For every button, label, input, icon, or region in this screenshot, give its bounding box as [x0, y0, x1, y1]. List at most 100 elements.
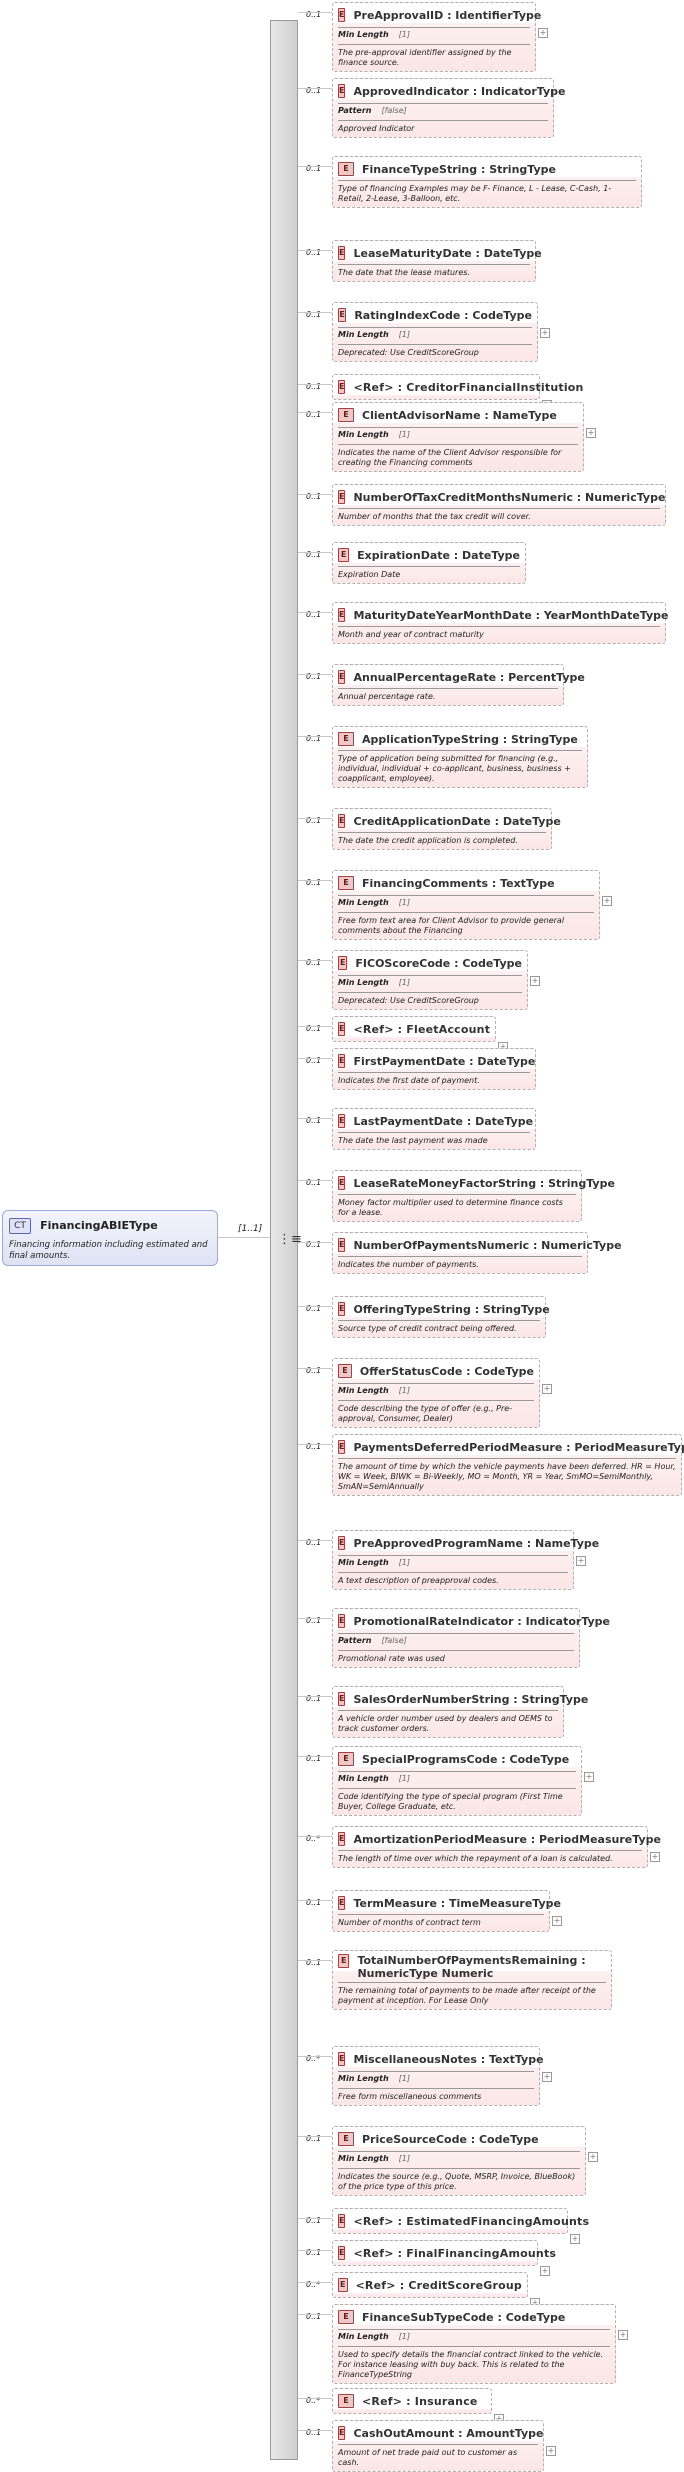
sequence-icon: ⋮≡: [278, 1232, 302, 1247]
facet-value: [1]: [398, 430, 410, 439]
expand-icon[interactable]: +: [650, 1852, 660, 1862]
element-cardinality: 0..1: [306, 1178, 322, 1187]
element-name: PromotionalRateIndicator : IndicatorType: [353, 1614, 611, 1628]
expand-icon[interactable]: +: [552, 1916, 562, 1926]
element-cardinality: 0..1: [306, 1616, 322, 1625]
element-icon: E: [338, 1114, 346, 1128]
element-name: AnnualPercentageRate : PercentType: [353, 670, 585, 684]
element-icon: E: [338, 8, 346, 22]
element-box[interactable]: E<Ref> : CreditorFinancialInstitution: [332, 374, 583, 400]
element-cardinality: 0..1: [306, 1116, 322, 1125]
element-description: The date the last payment was made: [338, 1132, 530, 1146]
element-cardinality: 0..1: [306, 816, 322, 825]
element-name: <Ref> : CreditScoreGroup: [355, 2278, 522, 2292]
element-icon: E: [338, 2052, 346, 2066]
element-cardinality: 0..1: [306, 734, 322, 743]
element-description: Expiration Date: [338, 566, 520, 580]
facet-value: [1]: [398, 2074, 410, 2083]
expand-icon[interactable]: +: [586, 428, 596, 438]
element-name: <Ref> : FinalFinancingAmounts: [353, 2246, 557, 2260]
expand-icon[interactable]: +: [588, 2152, 598, 2162]
expand-icon[interactable]: +: [618, 2330, 628, 2340]
element-facet: Min Length[1]: [338, 895, 594, 910]
element-description: Free form miscellaneous comments: [338, 2088, 534, 2102]
element-icon: E: [338, 2278, 348, 2292]
element-description: The date that the lease matures.: [338, 264, 530, 278]
expand-icon[interactable]: +: [530, 976, 540, 986]
element-facet: Min Length[1]: [338, 1555, 568, 1570]
element-connector: [298, 612, 332, 613]
expand-icon[interactable]: +: [538, 28, 548, 38]
expand-icon[interactable]: +: [576, 1556, 586, 1566]
element-cardinality: 0..1: [306, 164, 322, 173]
expand-icon[interactable]: +: [540, 328, 550, 338]
element-box[interactable]: E <Ref> : FinalFinancingAmounts: [332, 2240, 556, 2266]
element-cardinality: 0..1: [306, 1898, 322, 1907]
element-box[interactable]: E<Ref> : FleetAccount: [332, 1016, 496, 1042]
element-box[interactable]: E <Ref> : CreditScoreGroup: [332, 2272, 528, 2298]
element-name: <Ref> : Insurance: [362, 2394, 478, 2408]
expand-icon[interactable]: +: [542, 2072, 552, 2082]
expand-icon[interactable]: +: [584, 1772, 594, 1782]
root-complex-type[interactable]: CT FinancingABIEType Financing informati…: [2, 1210, 218, 1266]
expand-icon[interactable]: +: [542, 1384, 552, 1394]
facet-value: [1]: [398, 978, 410, 987]
expand-icon[interactable]: +: [570, 2234, 580, 2244]
element-icon: E: [338, 2246, 346, 2260]
expand-icon[interactable]: +: [546, 2446, 556, 2456]
element-name: RatingIndexCode : CodeType: [354, 308, 532, 322]
element-description: Code identifying the type of special pro…: [338, 1788, 576, 1812]
element-name: FinanceSubTypeCode : CodeType: [362, 2310, 566, 2324]
element-box[interactable]: E<Ref> : EstimatedFinancingAmounts: [332, 2208, 589, 2234]
element-connector: [298, 1242, 332, 1243]
element-facet: Min Length[1]: [338, 1771, 576, 1786]
element-name: <Ref> : CreditorFinancialInstitution: [353, 380, 584, 394]
expand-icon[interactable]: +: [602, 896, 612, 906]
expand-icon[interactable]: +: [540, 2266, 550, 2276]
element-box[interactable]: E<Ref> : Insurance: [332, 2388, 492, 2414]
element-connector: [298, 2430, 332, 2431]
element-name: ApplicationTypeString : StringType: [362, 732, 578, 746]
element-connector: [298, 1026, 332, 1027]
element-cardinality: 0..1: [306, 2428, 322, 2437]
element-cardinality: 0..1: [306, 248, 322, 257]
element-cardinality: 0..1: [306, 310, 322, 319]
